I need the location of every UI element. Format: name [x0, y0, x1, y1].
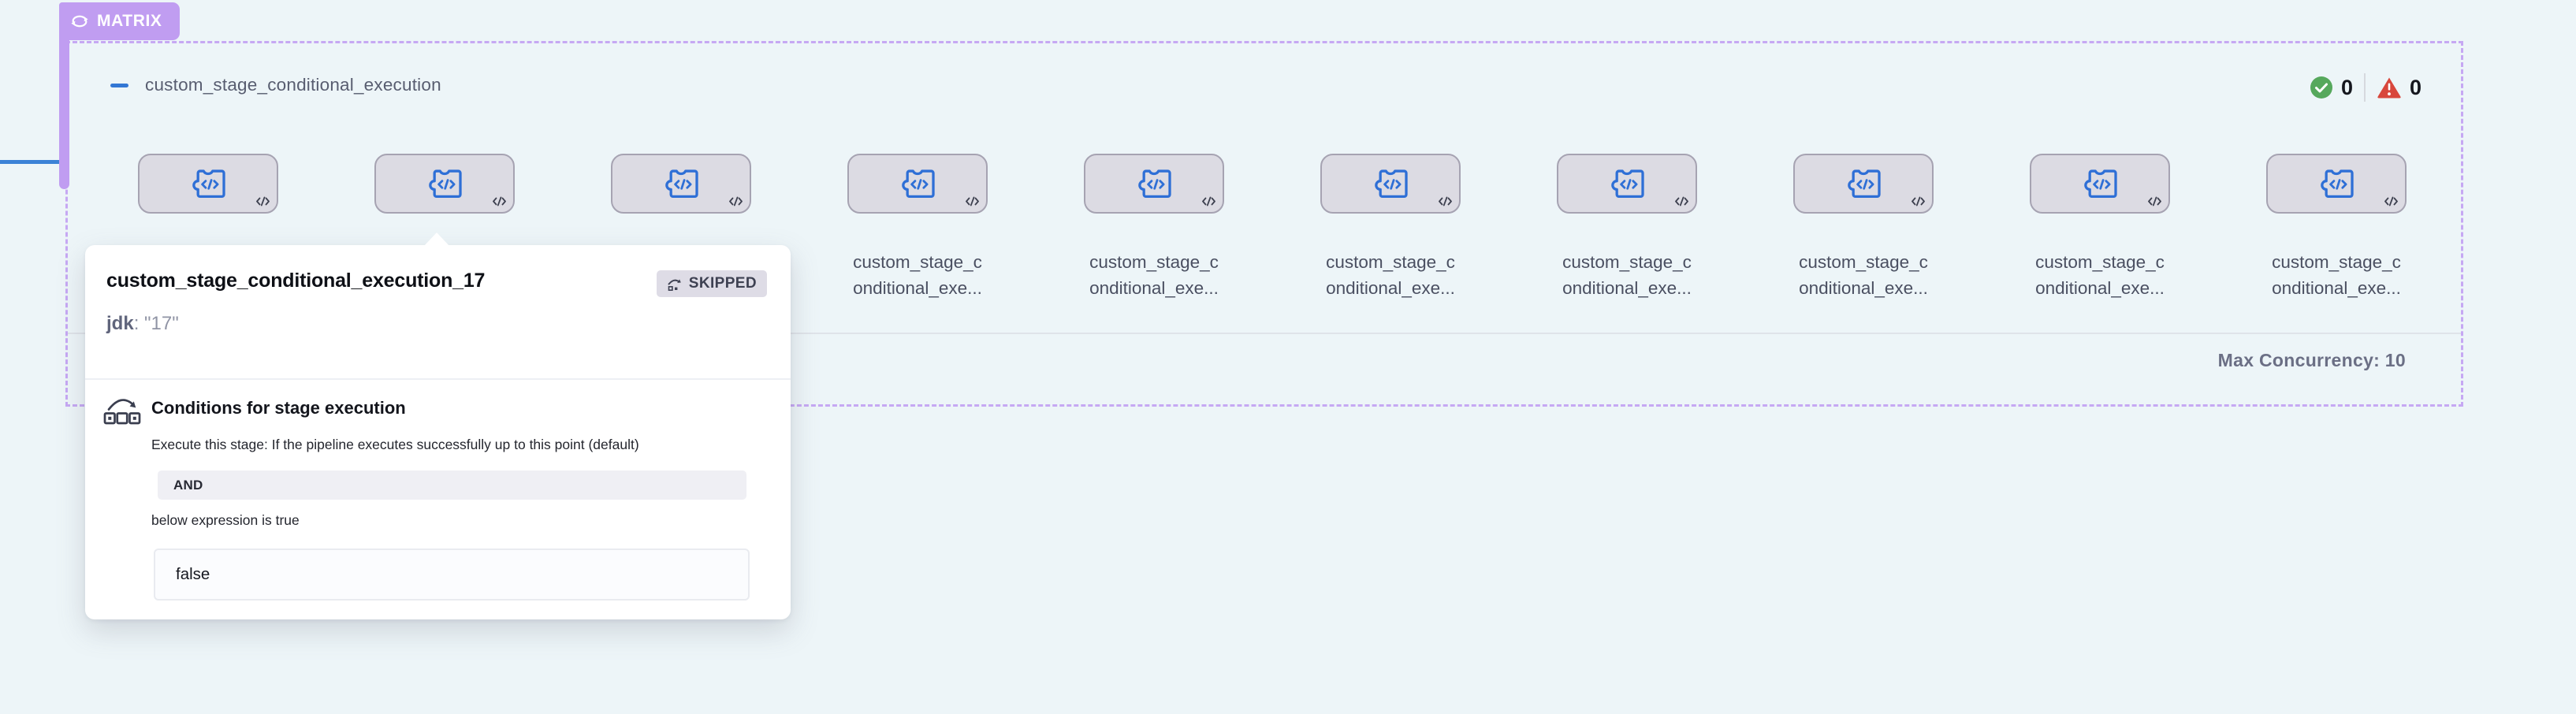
matrix-variable-line: jdk: "17" — [106, 313, 179, 335]
conditions-description: Execute this stage: If the pipeline exec… — [151, 437, 639, 452]
stage-card[interactable] — [2266, 154, 2407, 214]
variable-value: "17" — [144, 313, 179, 334]
stage-card[interactable] — [2030, 154, 2170, 214]
stage-name-title: custom_stage_conditional_execution_17 — [106, 270, 486, 292]
stage-label-line2: onditional_exe... — [1089, 278, 1219, 298]
custom-stage-puzzle-code-icon — [663, 169, 699, 199]
stage-card[interactable] — [1084, 154, 1224, 214]
success-count: 0 — [2340, 75, 2353, 99]
custom-stage-puzzle-code-icon — [426, 169, 463, 199]
custom-stage-puzzle-code-icon — [1372, 169, 1409, 199]
stage-label: custom_stage_c onditional_exe... — [2234, 249, 2439, 301]
stage-label-line2: onditional_exe... — [853, 278, 982, 298]
stage-card[interactable] — [1320, 154, 1461, 214]
counts-divider — [2363, 73, 2366, 102]
collapse-matrix-button[interactable] — [110, 83, 128, 87]
variable-name: jdk — [106, 313, 134, 334]
conditional-execution-icon — [103, 389, 141, 427]
matrix-header: custom_stage_conditional_execution — [110, 75, 441, 95]
stage-label: custom_stage_c onditional_exe... — [1288, 249, 1493, 301]
stage-label-line1: custom_stage_c — [1562, 252, 1692, 272]
clause-text: below expression is true — [151, 512, 300, 528]
custom-stage-puzzle-code-icon — [1609, 169, 1645, 199]
status-counts: 0 0 — [2310, 73, 2422, 102]
stage-label-line1: custom_stage_c — [1326, 252, 1455, 272]
stage-label: custom_stage_c onditional_exe... — [1761, 249, 1966, 301]
stage-label: custom_stage_c onditional_exe... — [1997, 249, 2202, 301]
code-glyph-icon — [965, 195, 980, 208]
failed-count: 0 — [2409, 75, 2422, 99]
max-concurrency-label: Max Concurrency: 10 — [2217, 350, 2406, 370]
success-check-icon — [2310, 76, 2333, 99]
skip-icon — [667, 277, 683, 291]
matrix-stage-node: custom_stage_c onditional_exe... — [1788, 154, 2024, 301]
matrix-stage-node: custom_stage_c onditional_exe... — [1315, 154, 1551, 301]
expression-value-box: false — [154, 549, 750, 601]
code-glyph-icon — [1438, 195, 1453, 208]
custom-stage-puzzle-code-icon — [190, 169, 226, 199]
code-glyph-icon — [2147, 195, 2162, 208]
status-badge: SKIPPED — [656, 270, 767, 297]
custom-stage-puzzle-code-icon — [1136, 169, 1172, 199]
code-glyph-icon — [1674, 195, 1689, 208]
matrix-stage-node: custom_stage_c onditional_exe... — [2024, 154, 2261, 301]
stage-card[interactable] — [1793, 154, 1934, 214]
failed-warning-icon — [2377, 76, 2402, 99]
code-glyph-icon — [1911, 195, 1926, 208]
custom-stage-puzzle-code-icon — [899, 169, 936, 199]
pipeline-connector-line — [0, 160, 66, 164]
stage-label-line1: custom_stage_c — [1089, 252, 1219, 272]
footer-divider — [68, 333, 2461, 334]
stage-details-popover: custom_stage_conditional_execution_17 SK… — [85, 232, 791, 619]
stage-label-line1: custom_stage_c — [2272, 252, 2401, 272]
loop-icon — [70, 13, 89, 29]
matrix-stage-node: custom_stage_c onditional_exe... — [1078, 154, 1315, 301]
matrix-stage-node: custom_stage_c onditional_exe... — [842, 154, 1078, 301]
code-glyph-icon — [255, 195, 270, 208]
matrix-stage-container: custom_stage_conditional_execution 0 0 — [65, 41, 2463, 407]
stage-label-line1: custom_stage_c — [853, 252, 982, 272]
stage-label-line2: onditional_exe... — [1562, 278, 1692, 298]
operator-bar: AND — [158, 470, 746, 500]
variable-separator: : — [133, 313, 145, 334]
stage-card[interactable] — [847, 154, 988, 214]
status-badge-label: SKIPPED — [688, 275, 757, 292]
matrix-stage-title: custom_stage_conditional_execution — [145, 75, 441, 95]
stage-label: custom_stage_c onditional_exe... — [815, 249, 1020, 301]
code-glyph-icon — [2384, 195, 2399, 208]
stage-label: custom_stage_c onditional_exe... — [1524, 249, 1729, 301]
stage-label-line2: onditional_exe... — [2272, 278, 2401, 298]
code-glyph-icon — [492, 195, 507, 208]
custom-stage-puzzle-code-icon — [2318, 169, 2355, 199]
stage-label-line2: onditional_exe... — [1326, 278, 1455, 298]
matrix-stage-node: custom_stage_c onditional_exe... — [1551, 154, 1788, 301]
popover-divider — [85, 378, 791, 380]
stage-label-line1: custom_stage_c — [2035, 252, 2165, 272]
matrix-stage-node: custom_stage_c onditional_exe... — [2261, 154, 2497, 301]
stage-card[interactable] — [611, 154, 751, 214]
stage-card[interactable] — [138, 154, 278, 214]
matrix-badge-tail — [59, 2, 69, 189]
stage-card[interactable] — [1557, 154, 1697, 214]
stage-label-line2: onditional_exe... — [1799, 278, 1928, 298]
code-glyph-icon — [1201, 195, 1216, 208]
custom-stage-puzzle-code-icon — [1845, 169, 1882, 199]
stage-label: custom_stage_c onditional_exe... — [1052, 249, 1256, 301]
stage-card[interactable] — [374, 154, 515, 214]
stage-label-line2: onditional_exe... — [2035, 278, 2165, 298]
code-glyph-icon — [728, 195, 743, 208]
stage-label-line1: custom_stage_c — [1799, 252, 1928, 272]
custom-stage-puzzle-code-icon — [2082, 169, 2118, 199]
matrix-badge-label: MATRIX — [97, 12, 162, 30]
conditions-heading: Conditions for stage execution — [151, 398, 406, 418]
matrix-badge[interactable]: MATRIX — [59, 2, 180, 40]
